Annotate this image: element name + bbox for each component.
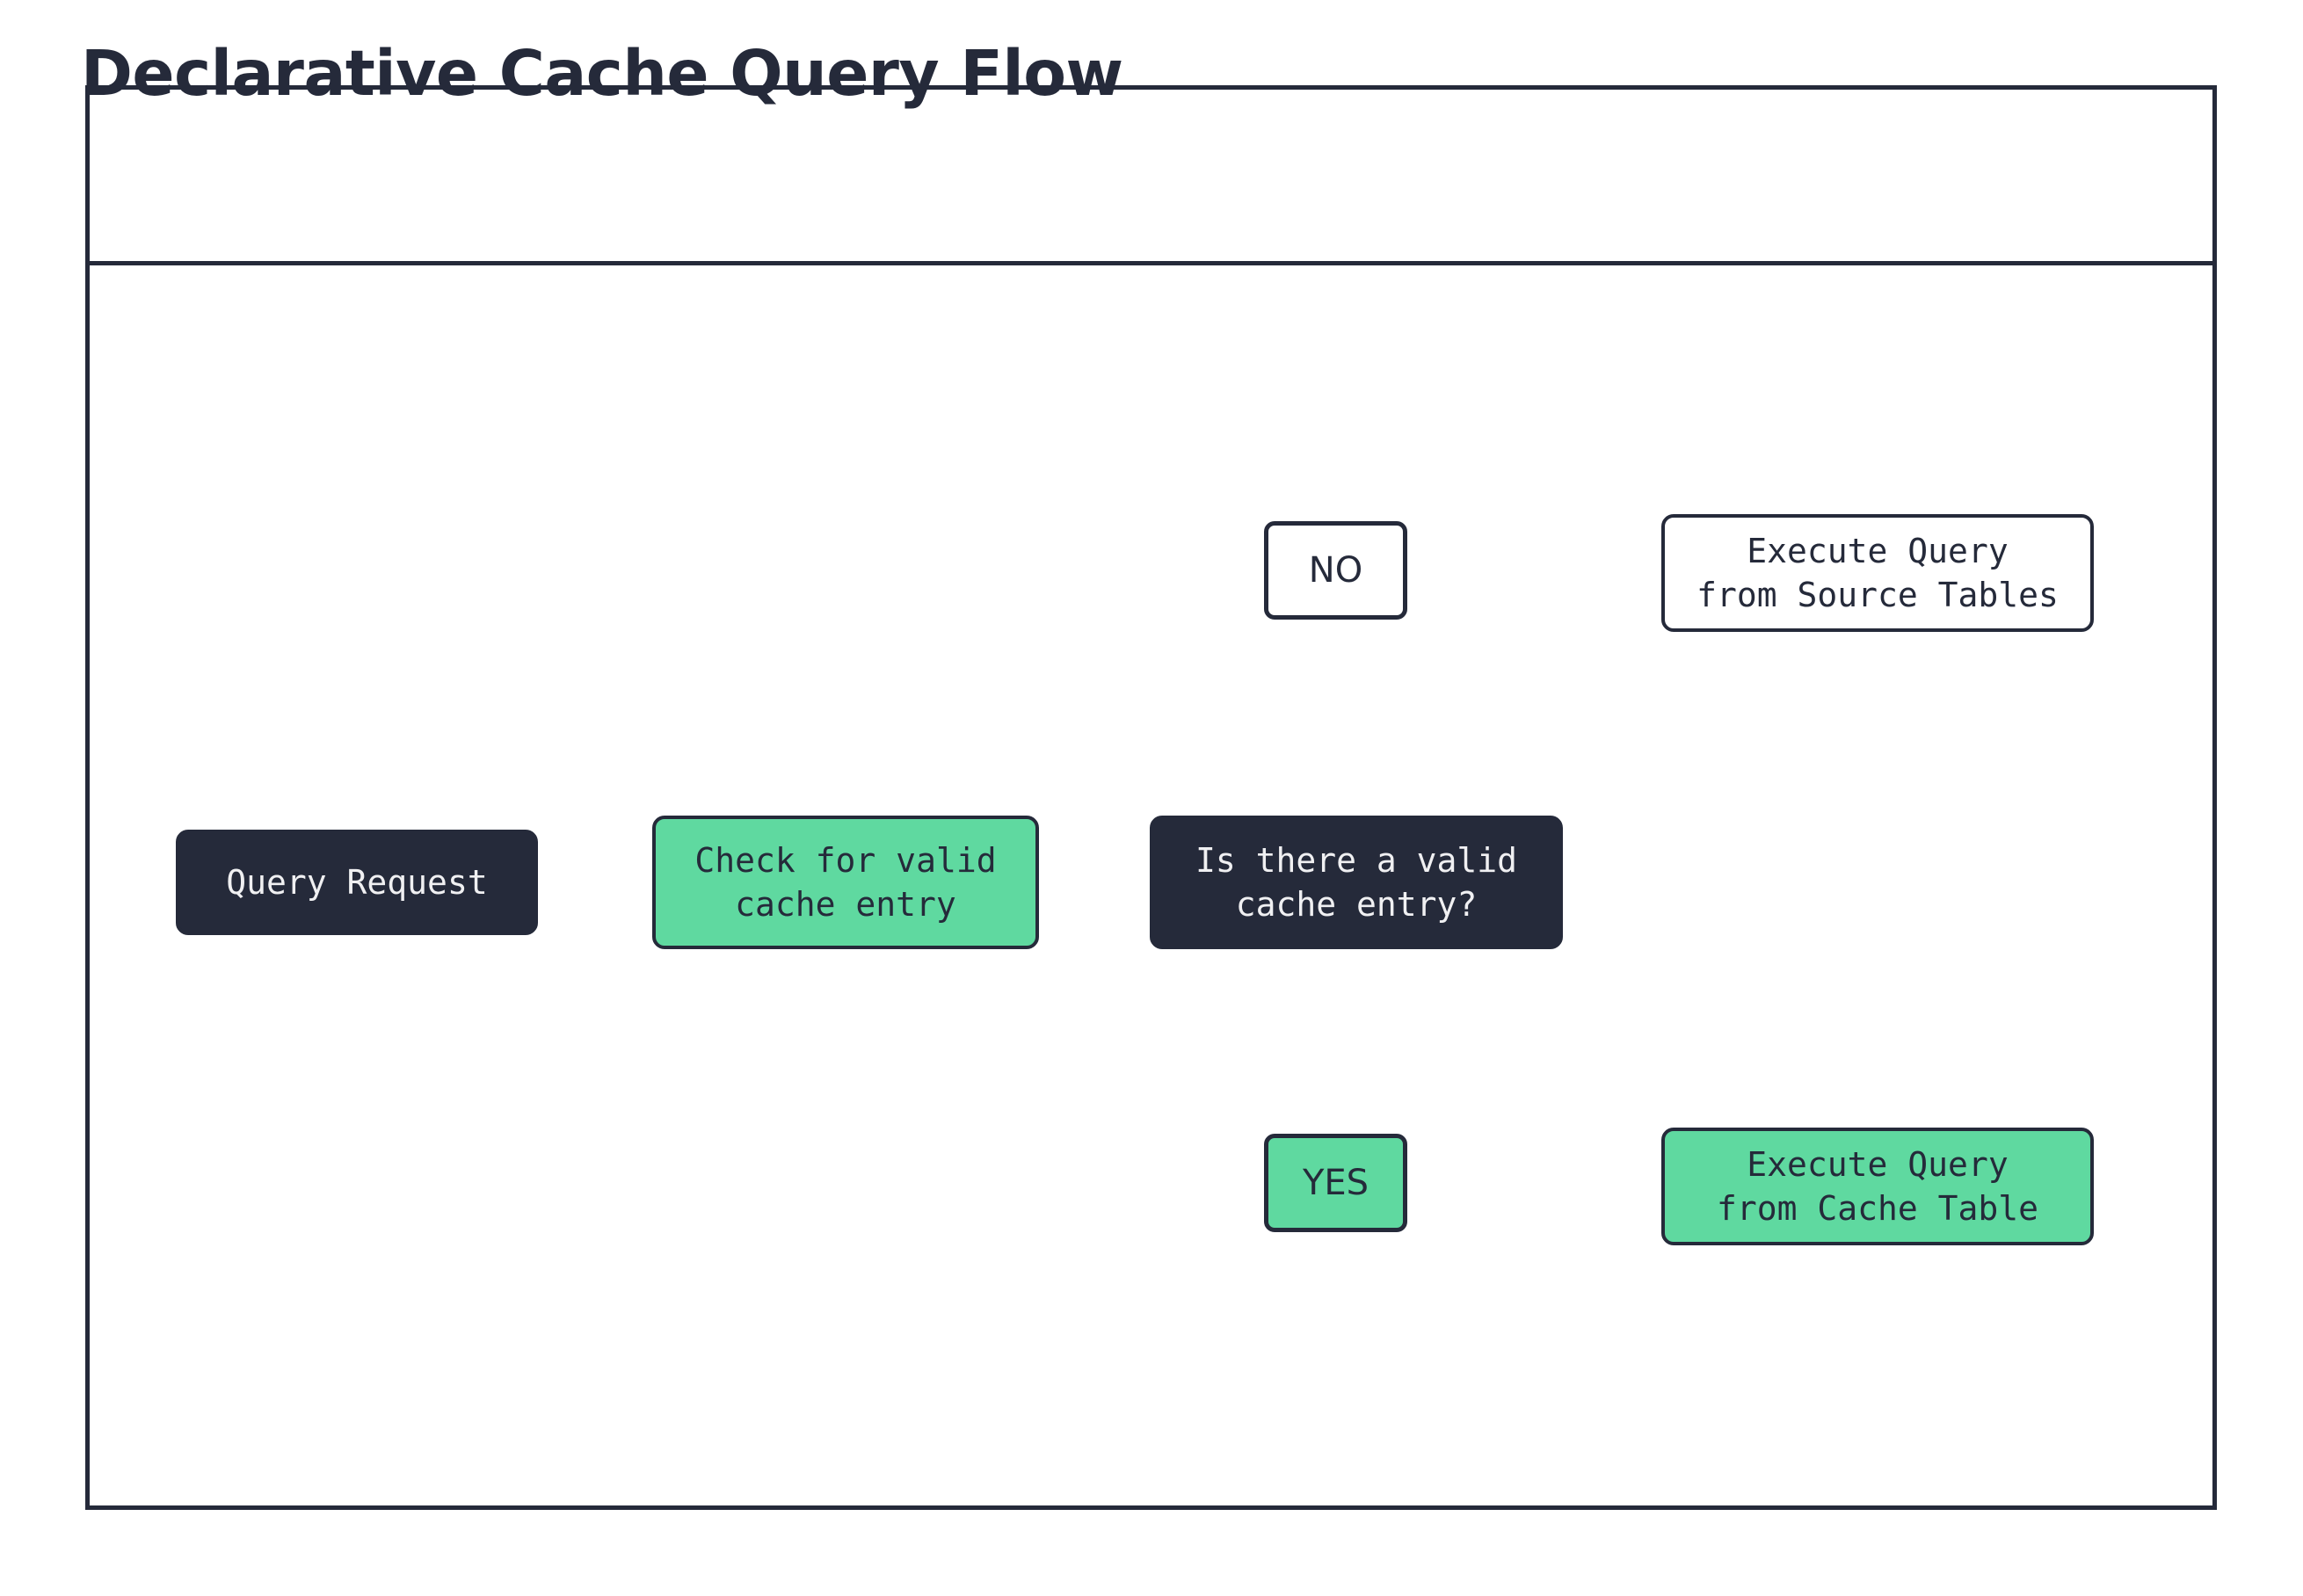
node-decision-valid-cache-entry[interactable]: Is there a valid cache entry? [1150, 816, 1563, 949]
edge-label-no[interactable]: NO [1264, 521, 1407, 620]
node-query-request[interactable]: Query Request [176, 830, 538, 935]
diagram-header [90, 90, 2212, 265]
node-check-for-valid-cache-entry[interactable]: Check for valid cache entry [652, 816, 1039, 949]
edge-label-yes[interactable]: YES [1264, 1134, 1407, 1232]
node-execute-query-from-source-tables[interactable]: Execute Query from Source Tables [1661, 514, 2094, 632]
node-execute-query-from-cache-table[interactable]: Execute Query from Cache Table [1661, 1128, 2094, 1245]
diagram-frame [85, 85, 2217, 1510]
page-title: Declarative Cache Query Flow [81, 37, 1123, 110]
